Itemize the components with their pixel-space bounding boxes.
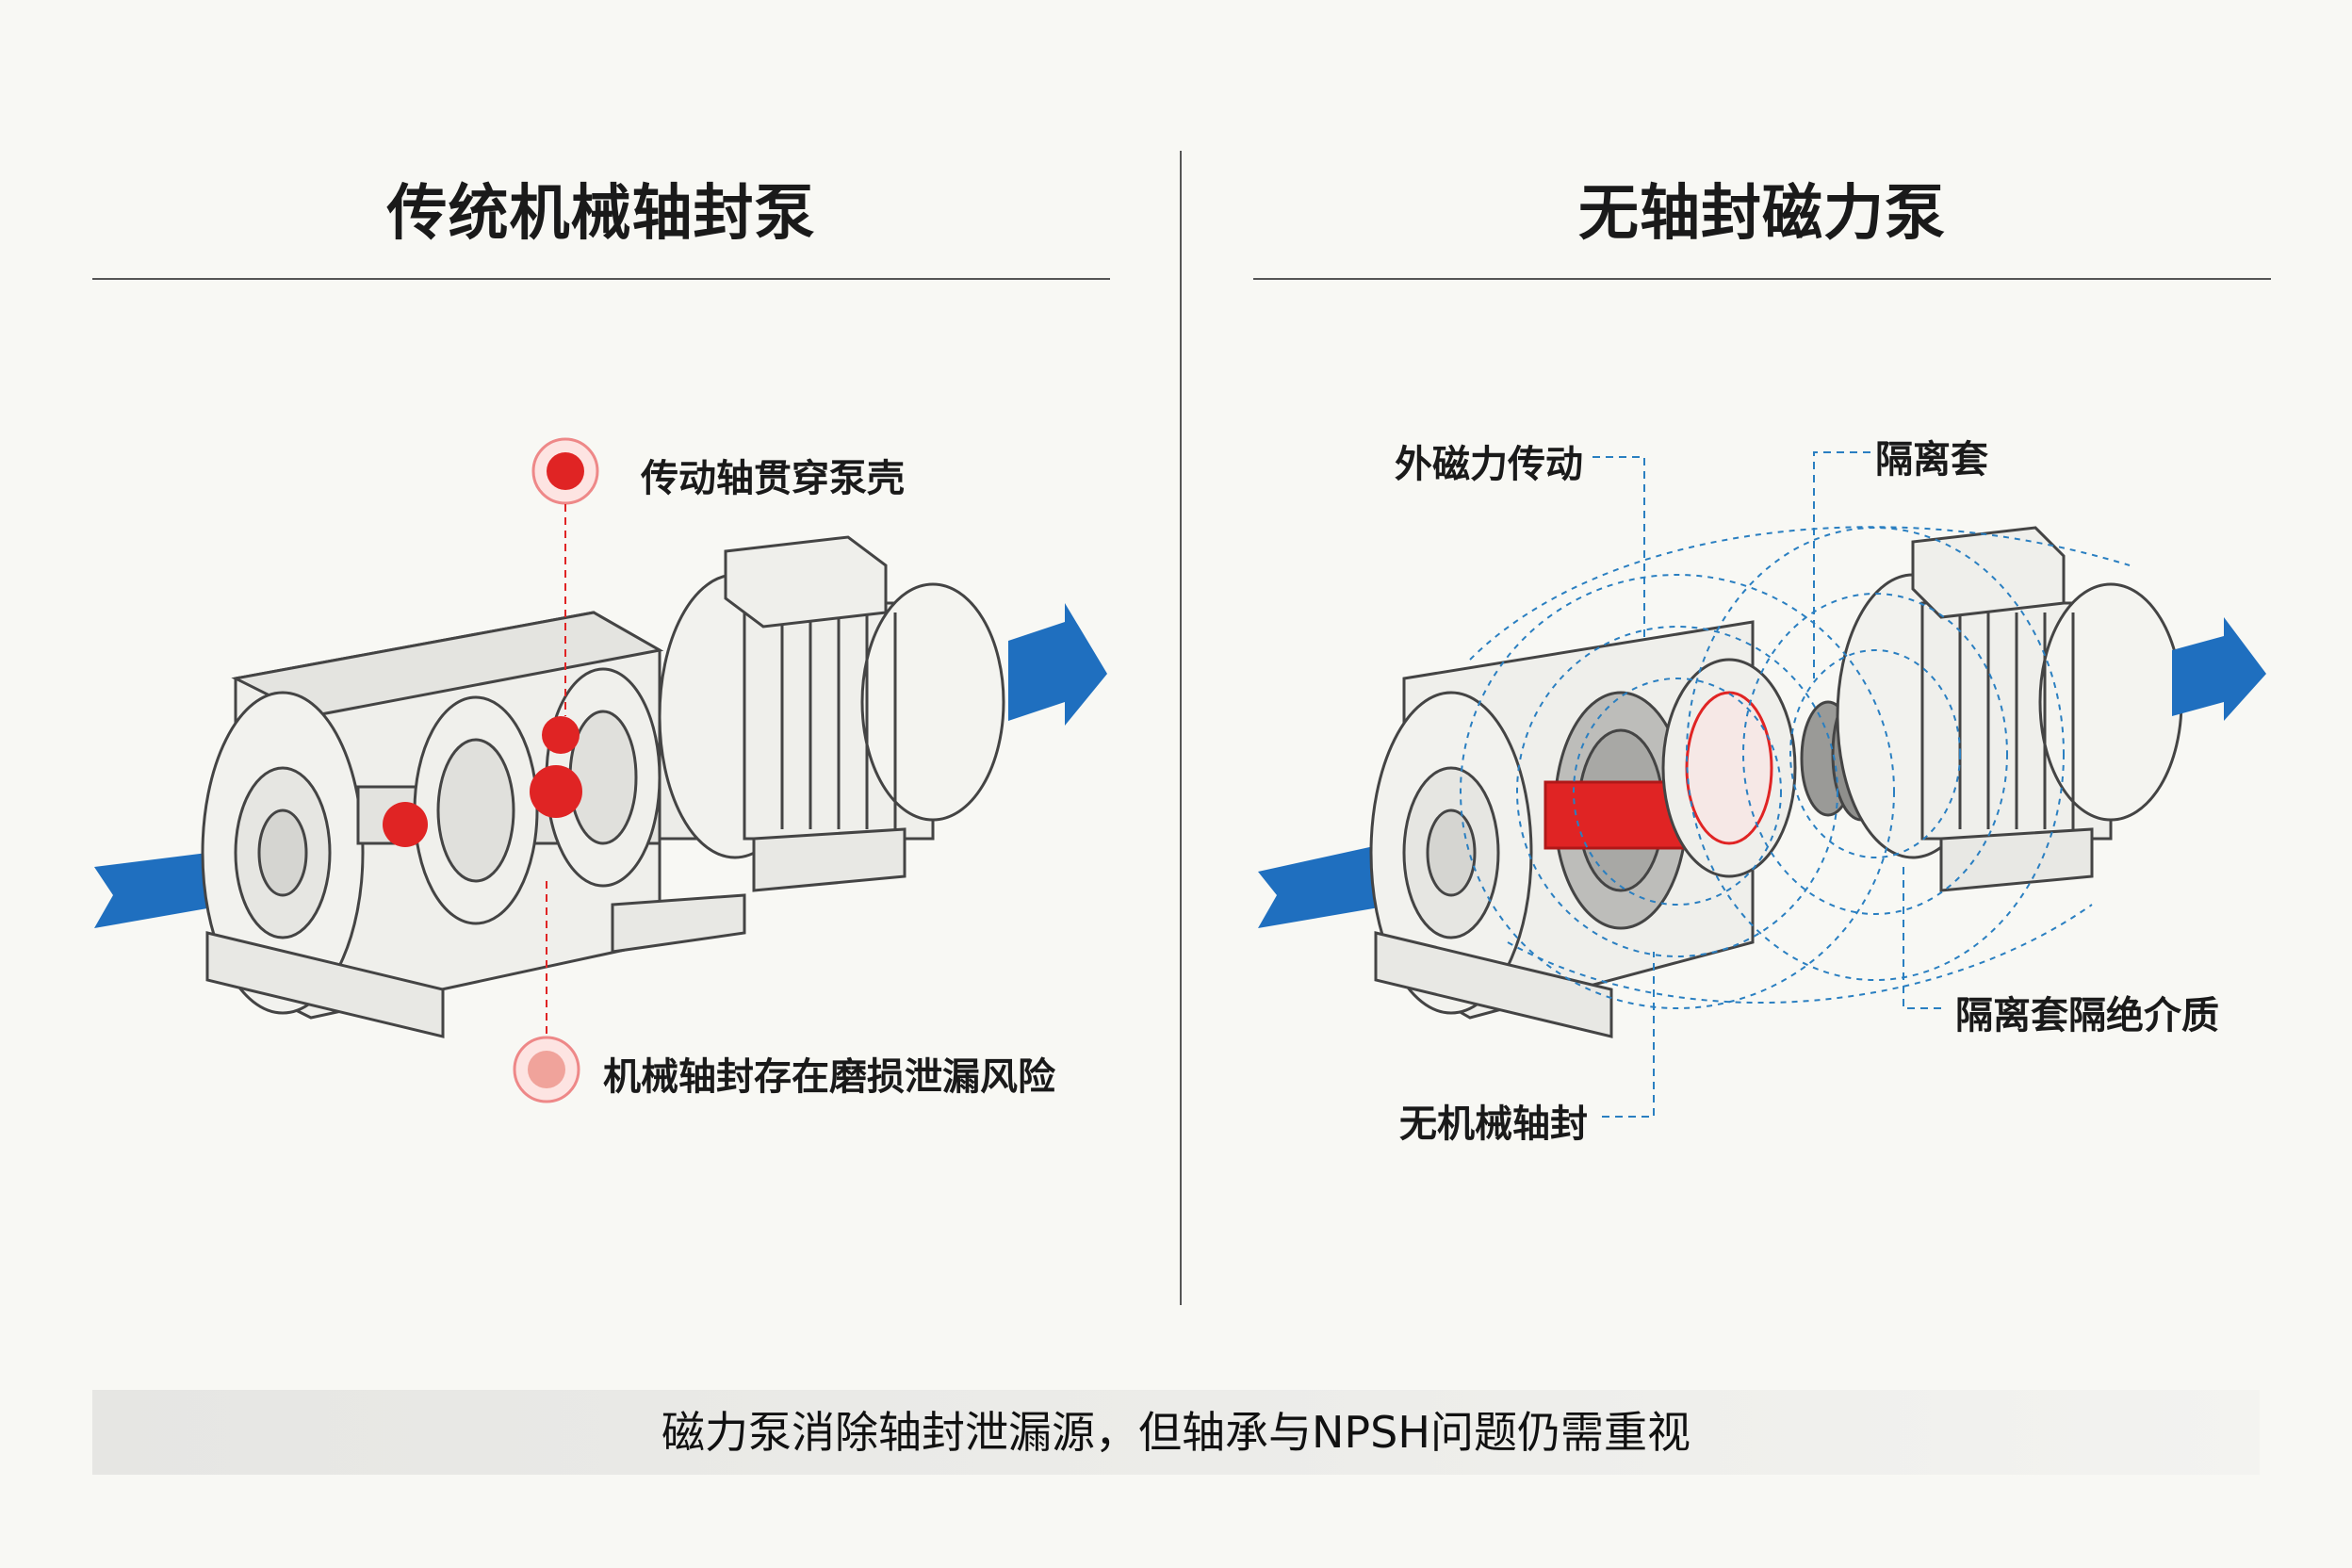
right-title-rule xyxy=(1253,278,2271,280)
right-pump-base xyxy=(1374,931,1613,1038)
leak-marker-shaft xyxy=(383,802,428,847)
left-title-rule xyxy=(92,278,1110,280)
left-leak-markers xyxy=(383,716,582,847)
magnetic-field-lines xyxy=(1460,526,2131,1009)
callout-shaft-penetrates-casing: 传动轴贯穿泵壳 xyxy=(641,457,905,500)
leak-marker-seal-2 xyxy=(530,765,582,818)
right-panel-title: 无轴封磁力泵 xyxy=(1578,179,1946,249)
left-motor-end-cap xyxy=(860,582,1005,822)
caption-text: 磁力泵消除轴封泄漏源，但轴承与NPSH问题仍需重视 xyxy=(662,1407,1690,1458)
left-callout-markers xyxy=(513,437,599,1103)
right-leader-lines xyxy=(1592,451,1941,1118)
left-panel-title: 传统机械轴封泵 xyxy=(386,179,816,249)
right-motor-terminal-box xyxy=(1911,526,2066,619)
left-pump-base xyxy=(205,931,445,1038)
mechanical-seal-pump xyxy=(94,535,1107,1038)
left-outlet-flow-arrow xyxy=(1008,603,1107,726)
left-motor-terminal-box xyxy=(724,535,888,629)
right-motor-end-cap xyxy=(2038,582,2183,822)
leak-marker-seal-1 xyxy=(542,716,580,754)
panel-divider xyxy=(1180,151,1182,1305)
caption-band xyxy=(92,1390,2260,1475)
callout-isolation-sleeve: 隔离套 xyxy=(1875,438,1988,482)
callout-sleeve-isolates-medium: 隔离套隔绝介质 xyxy=(1955,994,2219,1037)
callout-external-magnetic-drive: 外磁力传动 xyxy=(1395,443,1583,486)
callout-seal-leak-risk: 机械轴封存在磨损泄漏风险 xyxy=(603,1055,1055,1099)
magnetic-drive-pump xyxy=(1258,526,2266,1038)
callout-no-mechanical-seal: 无机械轴封 xyxy=(1399,1102,1588,1146)
right-outlet-flow-arrow xyxy=(2172,617,2266,721)
